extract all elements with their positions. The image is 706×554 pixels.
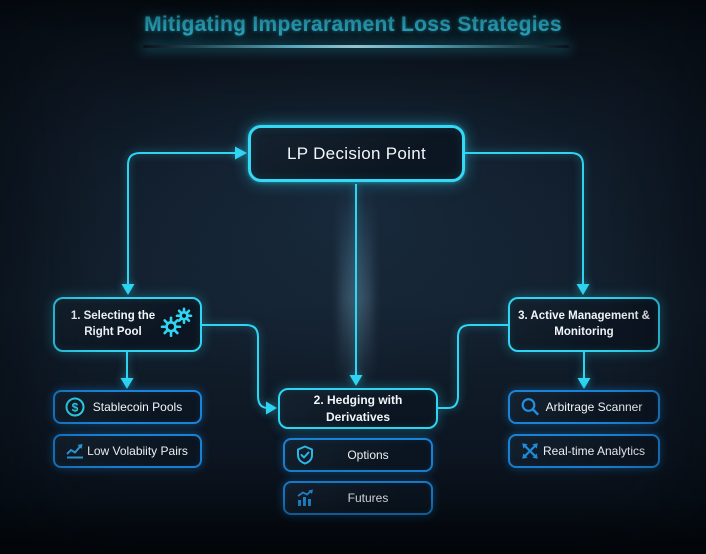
- node-label: 1. Selecting the Right Pool: [70, 309, 156, 338]
- node-label: Arbitrage Scanner: [545, 400, 643, 414]
- node-futures[interactable]: Futures: [283, 481, 433, 515]
- node-label: Low Volabiity Pairs: [87, 444, 188, 458]
- node-lp-decision-point[interactable]: LP Decision Point: [248, 125, 465, 182]
- shield-check-icon: [294, 444, 316, 466]
- cross-arrows-icon: [519, 440, 541, 462]
- node-label: Futures: [347, 491, 389, 505]
- glow-beam: [340, 186, 372, 391]
- magnifier-icon: [519, 396, 541, 418]
- node-arbitrage-scanner[interactable]: Arbitrage Scanner: [508, 390, 660, 424]
- node-low-volatility-pairs[interactable]: Low Volabiity Pairs: [53, 434, 202, 468]
- node-options[interactable]: Options: [283, 438, 433, 472]
- node-label: Stablecoin Pools: [92, 400, 183, 414]
- node-label: 3. Active Management & Monitoring: [518, 309, 650, 338]
- node-hedging-with-derivatives[interactable]: 2. Hedging with Derivatives: [278, 388, 438, 429]
- node-label: Real-time Analytics: [542, 444, 646, 458]
- gears-icon: [159, 306, 193, 344]
- dollar-coin-icon: $: [64, 396, 86, 418]
- title-underline: [143, 45, 569, 48]
- node-label: Options: [347, 448, 389, 462]
- node-real-time-analytics[interactable]: Real-time Analytics: [508, 434, 660, 468]
- node-label: LP Decision Point: [287, 143, 426, 163]
- trend-chart-icon: [64, 440, 86, 462]
- svg-text:$: $: [72, 401, 79, 415]
- node-selecting-right-pool[interactable]: 1. Selecting the Right Pool: [53, 297, 202, 352]
- node-label: 2. Hedging with Derivatives: [313, 393, 403, 424]
- node-stablecoin-pools[interactable]: $ Stablecoin Pools: [53, 390, 202, 424]
- node-active-management[interactable]: 3. Active Management & Monitoring: [508, 297, 660, 352]
- bar-growth-icon: [294, 487, 316, 509]
- page-title: Mitigating Imperarament Loss Strategies: [144, 13, 562, 36]
